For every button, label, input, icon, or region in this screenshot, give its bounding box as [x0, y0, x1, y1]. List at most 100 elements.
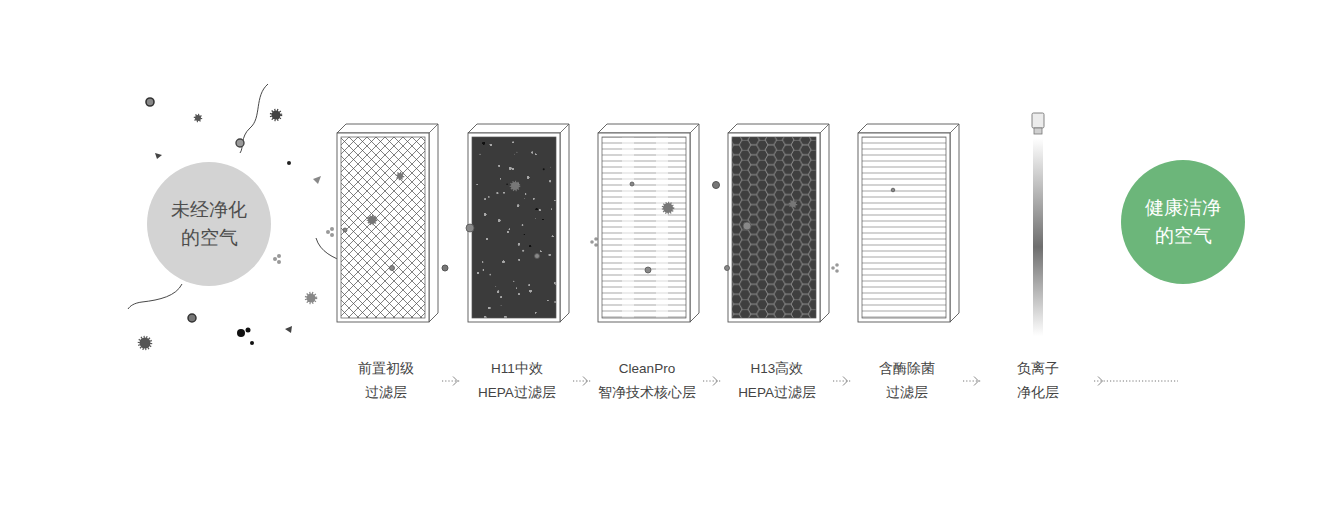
fiber-speck	[552, 236, 553, 237]
fiber-speck	[477, 272, 478, 273]
fiber-speck	[517, 205, 519, 207]
fiber-speck	[533, 198, 534, 199]
fiber-speck	[552, 236, 553, 237]
fiber-speck	[498, 220, 500, 222]
fiber-speck	[535, 312, 536, 313]
fiber-speck	[482, 261, 484, 263]
fiber-speck	[525, 193, 526, 194]
fiber-speck	[549, 254, 551, 256]
fiber-speck	[476, 184, 478, 186]
fiber-speck	[486, 238, 488, 240]
fiber-speck	[477, 272, 478, 273]
fiber-speck	[512, 168, 514, 170]
fiber-speck	[517, 205, 519, 207]
fiber-speck	[490, 144, 492, 146]
fiber-speck	[490, 144, 492, 146]
fiber-speck	[490, 144, 492, 146]
fiber-speck	[497, 192, 498, 193]
fiber-speck	[517, 205, 519, 207]
filter-media	[862, 137, 946, 318]
filter-layer: H13高效 HEPA过滤层	[722, 110, 832, 410]
ion-layer: 负离子 净化层	[983, 110, 1093, 410]
fiber-speck	[518, 243, 520, 245]
fiber-speck	[518, 243, 520, 245]
fiber-speck	[540, 251, 541, 252]
fiber-speck	[549, 254, 551, 256]
fiber-speck	[498, 220, 500, 222]
fiber-speck	[547, 300, 549, 302]
fiber-speck	[549, 181, 550, 182]
fiber-speck	[549, 181, 550, 182]
fiber-speck	[540, 251, 541, 252]
fiber-speck	[501, 296, 502, 297]
fiber-speck	[509, 229, 510, 230]
virus-particle	[272, 111, 281, 120]
fiber-speck	[523, 233, 525, 235]
fiber-speck	[507, 231, 509, 233]
fiber-speck	[486, 238, 488, 240]
fiber-speck	[533, 198, 534, 199]
fiber-speck	[529, 285, 530, 286]
pleat-lines	[862, 137, 946, 318]
fiber-speck	[509, 167, 511, 169]
fiber-speck	[529, 290, 531, 292]
flow-connector	[573, 377, 591, 386]
fiber-speck	[547, 300, 549, 302]
panel-frame	[858, 133, 950, 322]
fiber-speck	[512, 142, 513, 143]
fiber-speck	[512, 168, 514, 170]
fiber-speck	[482, 261, 484, 263]
panel-frame	[598, 124, 699, 322]
fiber-speck	[517, 205, 519, 207]
fiber-speck	[529, 285, 530, 286]
fiber-speck	[519, 259, 520, 260]
fiber-speck	[509, 229, 510, 230]
fiber-speck	[490, 144, 492, 146]
panel-frame	[341, 137, 425, 318]
fiber-speck	[535, 312, 536, 313]
fiber-speck	[549, 181, 551, 183]
fiber-speck	[483, 142, 485, 144]
fiber-speck	[522, 224, 523, 225]
fiber-speck	[500, 178, 502, 180]
fiber-speck	[509, 167, 511, 169]
fiber-speck	[516, 287, 518, 289]
fiber-speck	[484, 213, 486, 215]
fiber-speck	[503, 261, 505, 263]
fiber-speck	[522, 224, 523, 225]
filter-layer: 前置初级 过滤层	[331, 110, 441, 410]
fiber-speck	[540, 251, 541, 252]
fiber-speck	[483, 269, 484, 270]
fiber-speck	[498, 220, 500, 222]
fiber-speck	[518, 294, 519, 295]
lattice-mesh	[341, 137, 425, 318]
fiber-speck	[500, 178, 502, 180]
fiber-speck	[529, 245, 531, 247]
fiber-speck	[549, 181, 550, 182]
fiber-speck	[512, 168, 514, 170]
layer-label: CleanPro 智净技术核心层	[598, 357, 696, 405]
flow-connector	[442, 377, 461, 386]
fiber-speck	[527, 176, 529, 178]
fiber-speck	[549, 254, 551, 256]
fiber-speck	[519, 259, 520, 260]
fiber-speck	[477, 272, 478, 273]
fiber-speck	[529, 290, 531, 292]
fiber-speck	[540, 251, 541, 252]
fiber-speck	[500, 178, 502, 180]
fiber-speck	[535, 154, 536, 155]
fiber-speck	[522, 224, 523, 225]
fiber-speck	[503, 261, 505, 263]
fiber-speck	[477, 272, 478, 273]
fiber-speck	[476, 184, 478, 186]
fiber-speck	[529, 285, 530, 286]
fiber-speck	[509, 229, 510, 230]
fiber-speck	[503, 192, 504, 193]
fiber-speck	[525, 193, 526, 194]
fiber-speck	[529, 290, 531, 292]
fiber-speck	[533, 198, 534, 199]
dust-particle	[713, 182, 720, 189]
fiber-mat	[472, 137, 556, 318]
fiber-speck	[512, 142, 513, 143]
fiber-speck	[539, 209, 541, 211]
